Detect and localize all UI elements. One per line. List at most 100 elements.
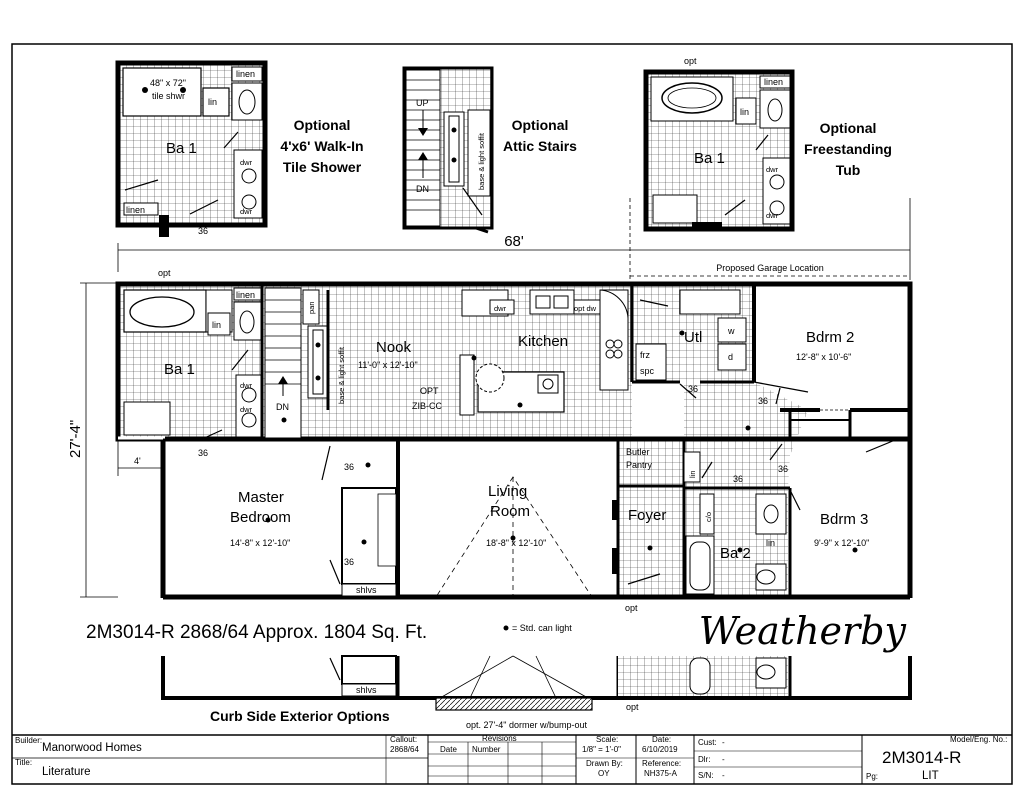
tb-title-label: Title: <box>15 758 32 767</box>
tb-date-value: 6/10/2019 <box>642 745 678 754</box>
tub-lin-label: lin <box>740 107 749 117</box>
shower-option-title-2: 4'x6' Walk-In <box>280 138 363 154</box>
ba1-label: Ba 1 <box>164 361 195 378</box>
kitchen-dwr-label: dwr <box>494 304 507 313</box>
nook-opt-label: OPT <box>420 386 439 396</box>
ba2-lin-label: lin <box>766 538 775 548</box>
tb-callout-value: 2868/64 <box>390 745 419 754</box>
tb-drawn-label: Drawn By: <box>586 759 623 768</box>
tb-sn-value: - <box>722 771 725 780</box>
master-label-2: Bedroom <box>230 509 291 526</box>
stairs-dn-label: DN <box>276 402 289 412</box>
tub-linen-label: linen <box>764 77 783 87</box>
master-label-1: Master <box>238 489 284 506</box>
tub-option-title-2: Freestanding <box>804 141 892 157</box>
dormer-label: opt. 27'-4" dormer w/bump-out <box>466 720 587 730</box>
bdrm2-label: Bdrm 2 <box>806 329 854 346</box>
option-attic-stairs: UP DN base & light soffit Optional Attic… <box>402 66 577 234</box>
utility-dryer-label: d <box>728 352 733 362</box>
ba1-linen-label: linen <box>236 290 255 300</box>
kitchen-optdw-label: opt dw <box>574 304 597 313</box>
exterior-options: shlvs opt Curb Side Exterior Options opt… <box>161 655 912 730</box>
option-walkin-shower: 48" x 72" tile shwr Ba 1 linen lin linen… <box>115 60 364 237</box>
bdrm2-size: 12'-8" x 10'-6" <box>796 352 851 362</box>
tb-revisions-label: Revisions <box>482 734 517 743</box>
shower-option-ba1: Ba 1 <box>166 140 197 157</box>
pantry-label-1: Butler <box>626 447 650 457</box>
tb-pg-value: LIT <box>922 770 939 782</box>
tb-callout-label: Callout: <box>390 735 417 744</box>
ba2-label: Ba 2 <box>720 545 751 562</box>
ba1-door-dim: 36 <box>198 448 208 458</box>
utility-spc-label: spc <box>640 366 655 376</box>
tb-builder-label: Builder: <box>15 736 42 745</box>
dimension-lines: 68' Proposed Garage Location 27'-4" 4' <box>67 198 911 598</box>
bdrm3-size: 9'-9" x 12'-10" <box>814 538 869 548</box>
tb-ref-value: NH375-A <box>644 769 678 778</box>
foyer-label: Foyer <box>628 507 666 524</box>
tb-cust-label: Cust: <box>698 738 717 747</box>
tb-dlr-value: - <box>722 755 725 764</box>
master-size: 14'-8" x 12'-10" <box>230 538 290 548</box>
hall-door-dim-3: 36 <box>733 474 743 484</box>
shower-linen-label: linen <box>236 69 255 79</box>
brand-title: Weatherby <box>699 609 907 653</box>
tb-sn-label: S/N: <box>698 771 714 780</box>
exterior-shelves-label: shlvs <box>356 685 377 695</box>
nook-label: Nook <box>376 339 412 356</box>
option-freestanding-tub: opt Ba 1 linen lin dwr dwr Optional Free… <box>643 56 892 232</box>
shower-type-label: tile shwr <box>152 91 185 101</box>
exterior-opt-label: opt <box>626 702 639 712</box>
living-size: 18'-8" x 12'-10" <box>486 538 546 548</box>
ba1-dwr1-label: dwr <box>240 381 253 390</box>
living-label-1: Living <box>488 483 527 500</box>
attic-soffit-label: base & light soffit <box>477 132 486 190</box>
sheet-border <box>11 43 1013 785</box>
garage-location-label: Proposed Garage Location <box>716 263 824 273</box>
attic-up-label: UP <box>416 98 429 108</box>
kitchen-label: Kitchen <box>518 333 568 350</box>
tub-option-title-3: Tub <box>836 162 861 178</box>
tb-model-label: Model/Eng. No.: <box>950 735 1007 744</box>
living-label-2: Room <box>490 503 530 520</box>
plan-opt-top-label: opt <box>158 268 171 278</box>
attic-option-title-1: Optional <box>512 117 569 133</box>
shower-option-title-3: Tile Shower <box>283 159 362 175</box>
stairs-soffit-label: base & light soffit <box>337 346 346 404</box>
depth-dimension: 27'-4" <box>67 420 84 458</box>
tub-option-title-1: Optional <box>820 120 877 136</box>
shower-option-title-1: Optional <box>294 117 351 133</box>
foyer-clo-label: c/o <box>704 512 713 522</box>
attic-option-title-2: Attic Stairs <box>503 138 577 154</box>
utility-label: Utl <box>684 329 702 346</box>
ba1-lin-label: lin <box>212 320 221 330</box>
shower-lin-label: lin <box>208 97 217 107</box>
tb-scale-label: Scale: <box>596 735 618 744</box>
tb-drawn-value: OY <box>598 769 610 778</box>
hall-door-dim-2: 36 <box>758 396 768 406</box>
shower-size-label: 48" x 72" <box>150 78 186 88</box>
hall-door-dim-4: 36 <box>778 464 788 474</box>
master-closet-dim: 36 <box>344 557 354 567</box>
tb-date-label: Date: <box>652 735 671 744</box>
tb-dlr-label: Dlr: <box>698 755 710 764</box>
utility-washer-label: w <box>727 326 735 336</box>
pantry-pan-label: pan <box>307 301 316 314</box>
tb-cust-value: - <box>722 738 725 747</box>
tb-builder-value: Manorwood Homes <box>42 742 142 754</box>
title-block-text: Builder: Manorwood Homes Title: Literatu… <box>15 734 1007 782</box>
tb-model-value: 2M3014-R <box>882 748 961 767</box>
main-floor-plan: opt Ba 1 linen lin dwr dwr 36 pan DN bas… <box>115 268 913 613</box>
utility-frz-label: frz <box>640 350 650 360</box>
can-light-legend: = Std. can light <box>512 623 572 633</box>
plan-opt-bottom-label: opt <box>625 603 638 613</box>
hall-door-dim-1: 36 <box>688 384 698 394</box>
offset-dimension: 4' <box>134 456 141 466</box>
nook-size: 11'-0" x 12'-10" <box>358 360 418 370</box>
pantry-lin-label: lin <box>688 470 697 478</box>
master-shelves-label: shlvs <box>356 585 377 595</box>
title-block <box>12 734 1012 784</box>
tb-scale-value: 1/8" = 1'-0" <box>582 745 621 754</box>
pantry-label-2: Pantry <box>626 460 653 470</box>
